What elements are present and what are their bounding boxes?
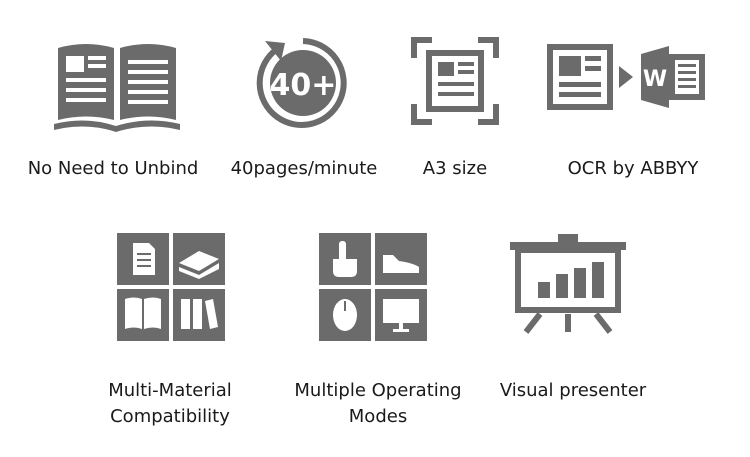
feature-label-line2: Modes bbox=[348, 406, 408, 427]
open-book-icon bbox=[52, 38, 182, 133]
mouse-icon bbox=[333, 299, 357, 331]
feature-label: 40pages/minute bbox=[230, 158, 378, 179]
stacked-books-icon bbox=[179, 251, 219, 279]
feature-label: OCR by ABBYY bbox=[567, 158, 699, 179]
ocr-to-word-icon: W bbox=[545, 42, 715, 112]
monitor-icon bbox=[383, 299, 419, 332]
word-badge-text: W bbox=[643, 67, 667, 92]
feature-label: No Need to Unbind bbox=[27, 158, 199, 179]
feature-label: A3 size bbox=[422, 158, 488, 179]
multi-material-icon bbox=[117, 233, 225, 341]
book-icon bbox=[125, 297, 161, 329]
operating-modes-icon bbox=[319, 233, 427, 341]
shoe-icon bbox=[383, 255, 419, 273]
feature-label: Visual presenter bbox=[499, 380, 647, 401]
feature-label-line2: Compatibility bbox=[110, 406, 230, 427]
document-icon bbox=[133, 243, 155, 275]
feature-label-line1: Multi-Material bbox=[108, 380, 232, 401]
a3-frame-icon bbox=[410, 36, 500, 126]
feature-label-line1: Multiple Operating bbox=[294, 380, 462, 401]
binders-icon bbox=[181, 299, 218, 329]
presenter-icon bbox=[510, 234, 626, 334]
hand-pointer-icon bbox=[333, 241, 357, 277]
speed-40-icon: 40+ bbox=[255, 35, 351, 131]
speed-badge-text: 40+ bbox=[270, 68, 337, 103]
